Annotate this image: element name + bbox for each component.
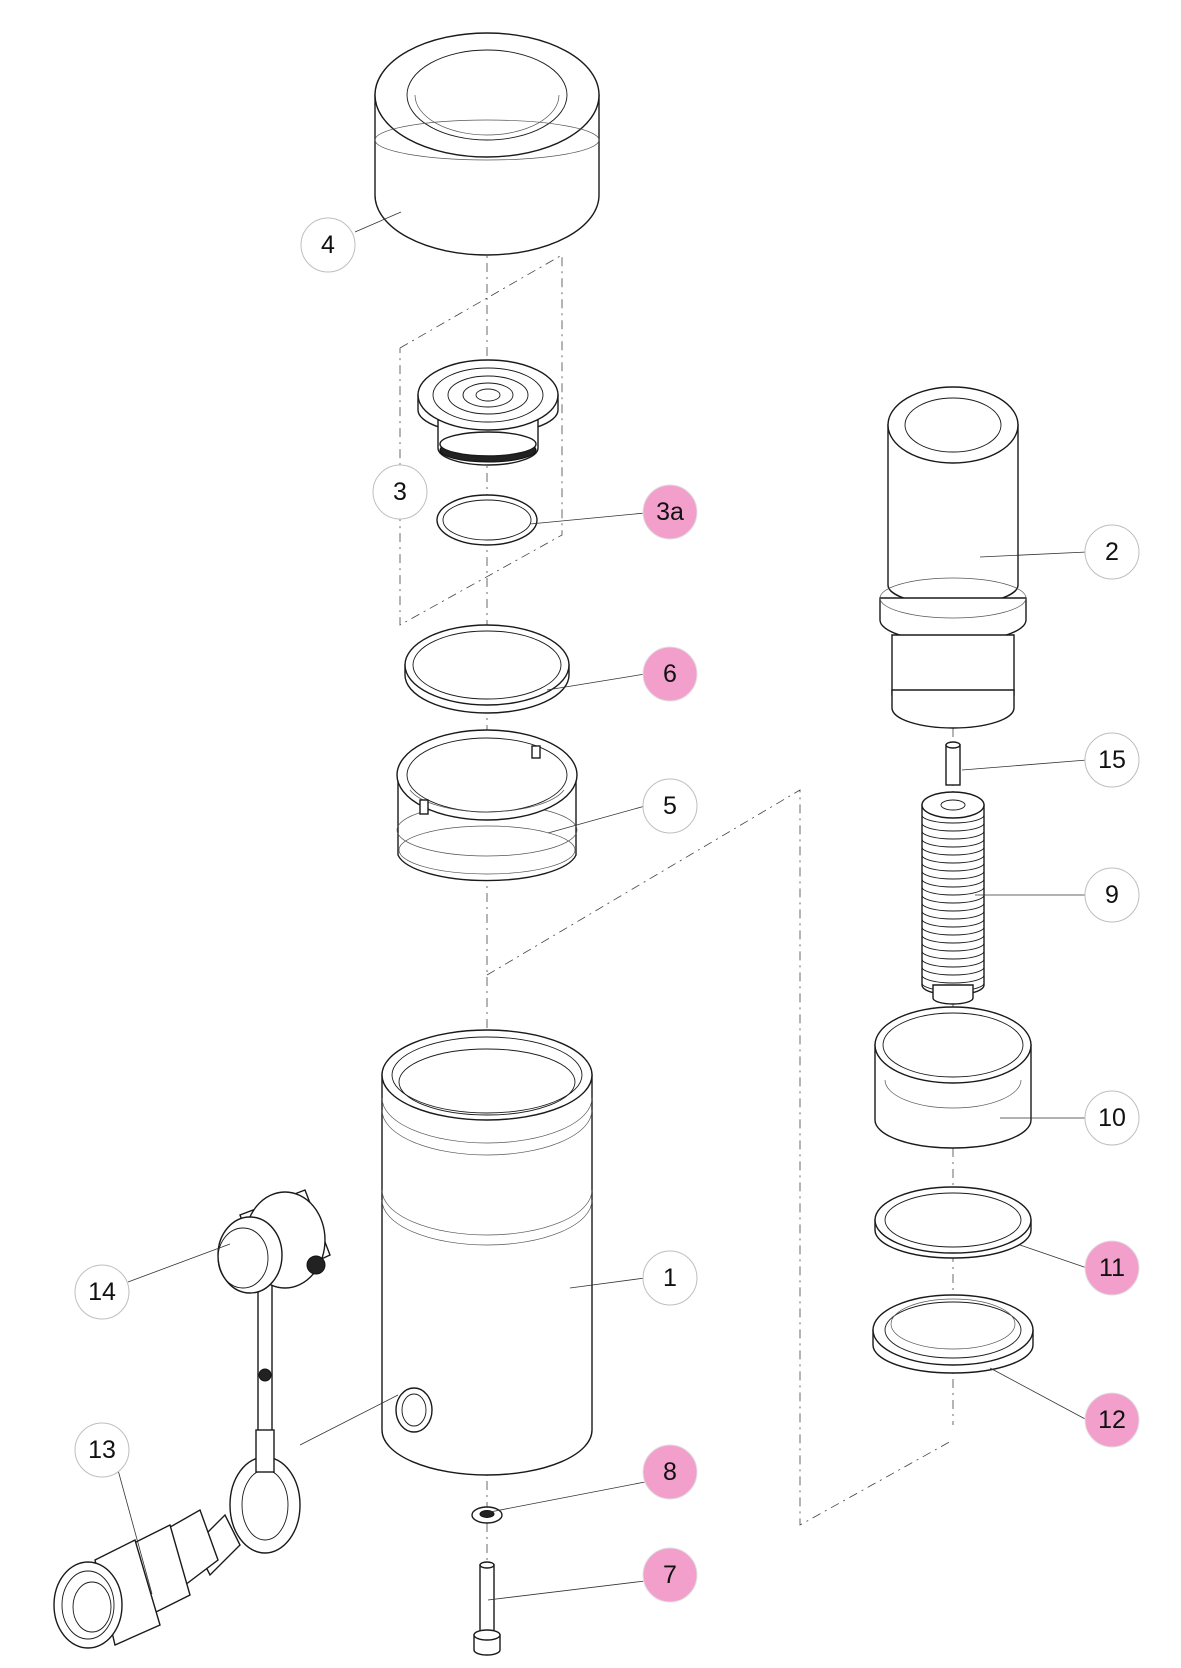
svg-text:12: 12 bbox=[1098, 1406, 1126, 1434]
callout-10: 10 bbox=[1084, 1090, 1140, 1146]
spring-coil bbox=[921, 902, 985, 912]
part-3a-o-ring bbox=[436, 494, 538, 546]
spring-coil bbox=[921, 862, 985, 872]
callout-11: 11 bbox=[1084, 1240, 1140, 1296]
part-9-spring bbox=[921, 791, 985, 1005]
callout-7: 7 bbox=[642, 1547, 698, 1603]
part-15-pin bbox=[945, 741, 961, 786]
svg-text:7: 7 bbox=[663, 1561, 677, 1589]
spring-coil bbox=[921, 822, 985, 832]
part-13-quick-coupler bbox=[53, 1508, 241, 1649]
svg-text:13: 13 bbox=[88, 1436, 116, 1464]
spring-coil bbox=[921, 878, 985, 888]
spring-coil bbox=[921, 846, 985, 856]
callout-4: 4 bbox=[300, 217, 356, 273]
part-6-seal-ring bbox=[404, 624, 570, 714]
svg-text:9: 9 bbox=[1105, 881, 1119, 909]
svg-text:11: 11 bbox=[1099, 1254, 1125, 1282]
spring-coil bbox=[921, 974, 985, 984]
part-10-sleeve bbox=[874, 1006, 1032, 1149]
callout-8: 8 bbox=[642, 1444, 698, 1500]
callout-15: 15 bbox=[1084, 732, 1140, 788]
spring-coil bbox=[921, 814, 985, 824]
callout-12: 12 bbox=[1084, 1392, 1140, 1448]
svg-text:2: 2 bbox=[1105, 538, 1119, 566]
callouts: 4 3 3a 6 5 2 15 9 bbox=[74, 217, 1140, 1603]
part-5-guide-ring bbox=[396, 729, 578, 882]
spring-coil bbox=[921, 950, 985, 960]
spring-coils bbox=[921, 814, 985, 992]
spring-coil bbox=[921, 926, 985, 936]
svg-text:10: 10 bbox=[1098, 1104, 1126, 1132]
spring-coil bbox=[921, 886, 985, 896]
svg-text:15: 15 bbox=[1098, 746, 1126, 774]
svg-text:6: 6 bbox=[663, 660, 677, 688]
part-11-seal-ring bbox=[874, 1186, 1032, 1259]
spring-coil bbox=[921, 966, 985, 976]
svg-text:4: 4 bbox=[321, 231, 335, 259]
callout-9: 9 bbox=[1084, 867, 1140, 923]
callout-1: 1 bbox=[642, 1250, 698, 1306]
spring-coil bbox=[921, 838, 985, 848]
callout-6: 6 bbox=[642, 646, 698, 702]
leader-lines bbox=[117, 211, 1088, 1601]
svg-text:3a: 3a bbox=[656, 498, 684, 526]
part-3-piston-head bbox=[417, 359, 559, 466]
svg-text:14: 14 bbox=[88, 1278, 116, 1306]
part-2-plunger bbox=[879, 386, 1027, 729]
part-12-wiper-ring bbox=[872, 1294, 1034, 1374]
callout-2: 2 bbox=[1084, 524, 1140, 580]
svg-text:1: 1 bbox=[663, 1264, 677, 1292]
spring-coil bbox=[921, 894, 985, 904]
callout-3: 3 bbox=[372, 464, 428, 520]
spring-coil bbox=[921, 918, 985, 928]
callout-14: 14 bbox=[74, 1264, 130, 1320]
callout-5: 5 bbox=[642, 778, 698, 834]
spring-coil bbox=[921, 958, 985, 968]
callout-3a: 3a bbox=[642, 484, 698, 540]
spring-coil bbox=[921, 830, 985, 840]
spring-coil bbox=[921, 910, 985, 920]
spring-coil bbox=[921, 854, 985, 864]
part-7-screw bbox=[473, 1561, 501, 1656]
svg-text:5: 5 bbox=[663, 792, 677, 820]
svg-text:3: 3 bbox=[393, 478, 407, 506]
part-8-washer bbox=[471, 1506, 503, 1524]
part-14-dust-cap bbox=[217, 1189, 331, 1554]
part-1-cylinder-body bbox=[381, 1029, 593, 1476]
spring-coil bbox=[921, 942, 985, 952]
svg-text:8: 8 bbox=[663, 1458, 677, 1486]
callout-13: 13 bbox=[74, 1422, 130, 1478]
spring-coil bbox=[921, 934, 985, 944]
part-4-cap bbox=[374, 32, 600, 256]
spring-coil bbox=[921, 870, 985, 880]
